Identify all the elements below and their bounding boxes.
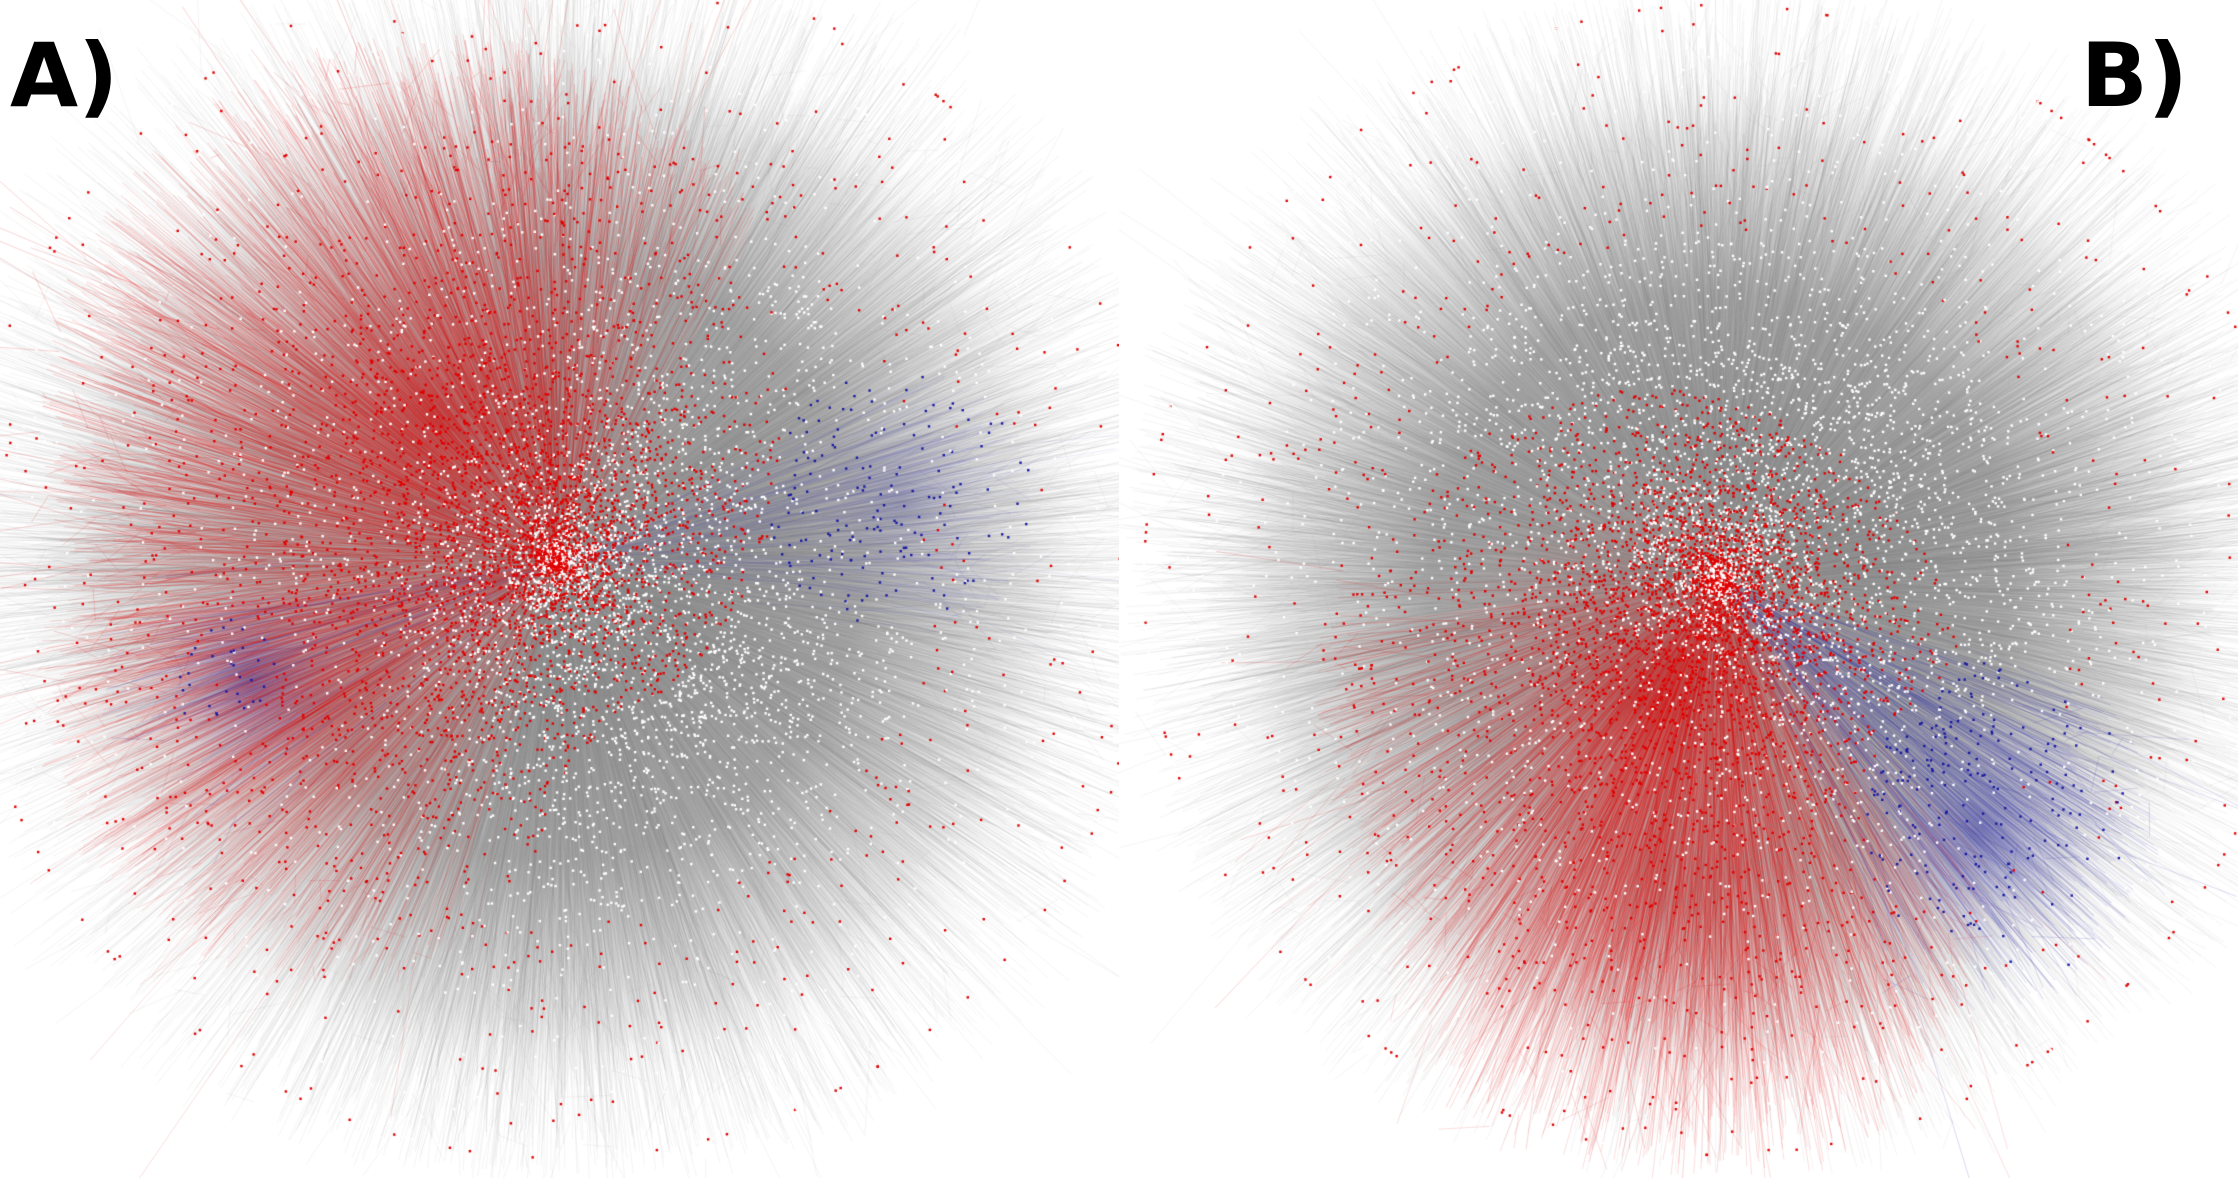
network-panel-a: A) (0, 0, 1119, 1178)
network-graph-a (0, 0, 1119, 1178)
network-panel-b: B) (1119, 0, 2238, 1178)
panel-label-b: B) (2080, 24, 2188, 127)
network-graph-b (1119, 0, 2238, 1178)
panel-label-a: A) (10, 24, 119, 127)
